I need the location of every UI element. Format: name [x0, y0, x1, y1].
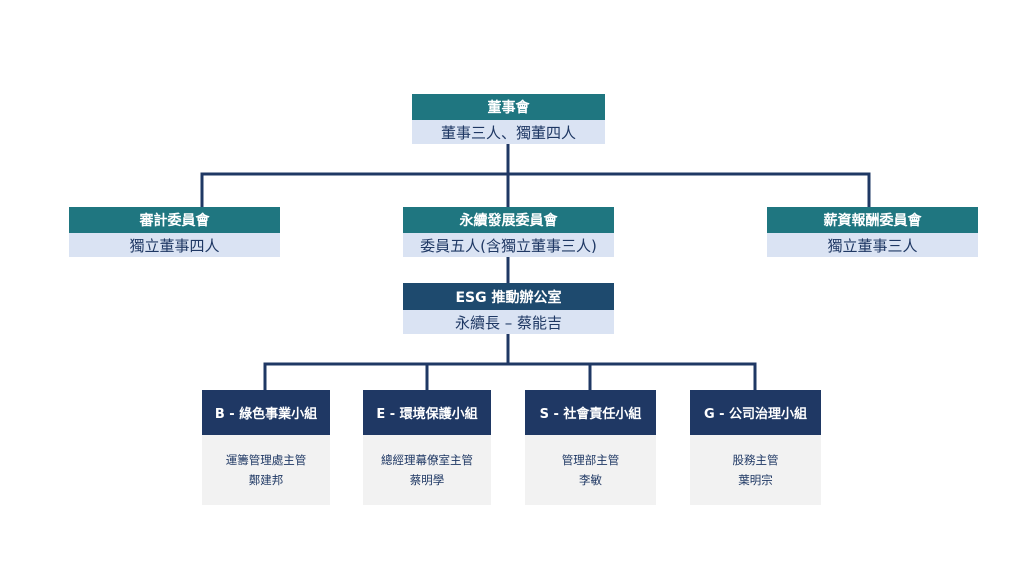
group-s-body: 管理部主管 李敏 [525, 435, 656, 505]
group-e-body: 總經理幕僚室主管 蔡明學 [363, 435, 491, 505]
group-b-node: B - 綠色事業小組 運籌管理處主管 鄭建邦 [202, 390, 330, 505]
audit-committee-title: 審計委員會 [69, 207, 280, 233]
remuneration-committee-subtitle: 獨立董事三人 [767, 233, 978, 257]
group-s-role: 管理部主管 [561, 453, 620, 467]
group-s-title: S - 社會責任小組 [525, 390, 656, 435]
board-title: 董事會 [412, 94, 605, 120]
audit-committee-subtitle: 獨立董事四人 [69, 233, 280, 257]
sustainability-committee-node: 永續發展委員會 委員五人(含獨立董事三人) [403, 207, 614, 257]
group-g-node: G - 公司治理小組 股務主管 葉明宗 [690, 390, 821, 505]
group-b-role: 運籌管理處主管 [225, 453, 307, 467]
group-g-person: 葉明宗 [738, 473, 773, 487]
group-g-body: 股務主管 葉明宗 [690, 435, 821, 505]
esg-office-node: ESG 推動辦公室 永續長 – 蔡能吉 [403, 283, 614, 334]
group-g-role: 股務主管 [732, 453, 779, 467]
group-s-person: 李敏 [579, 473, 602, 487]
group-g-title: G - 公司治理小組 [690, 390, 821, 435]
board-subtitle: 董事三人、獨董四人 [412, 120, 605, 144]
group-b-person: 鄭建邦 [248, 473, 284, 487]
group-e-node: E - 環境保護小組 總經理幕僚室主管 蔡明學 [363, 390, 491, 505]
remuneration-committee-title: 薪資報酬委員會 [767, 207, 978, 233]
board-node: 董事會 董事三人、獨董四人 [412, 94, 605, 144]
esg-office-subtitle: 永續長 – 蔡能吉 [403, 310, 614, 334]
sustainability-committee-subtitle: 委員五人(含獨立董事三人) [403, 233, 614, 257]
sustainability-committee-title: 永續發展委員會 [403, 207, 614, 233]
group-e-person: 蔡明學 [409, 473, 445, 487]
group-b-title: B - 綠色事業小組 [202, 390, 330, 435]
group-e-role: 總經理幕僚室主管 [381, 453, 473, 467]
esg-office-title: ESG 推動辦公室 [403, 283, 614, 310]
group-b-body: 運籌管理處主管 鄭建邦 [202, 435, 330, 505]
group-e-title: E - 環境保護小組 [363, 390, 491, 435]
audit-committee-node: 審計委員會 獨立董事四人 [69, 207, 280, 257]
group-s-node: S - 社會責任小組 管理部主管 李敏 [525, 390, 656, 505]
remuneration-committee-node: 薪資報酬委員會 獨立董事三人 [767, 207, 978, 257]
